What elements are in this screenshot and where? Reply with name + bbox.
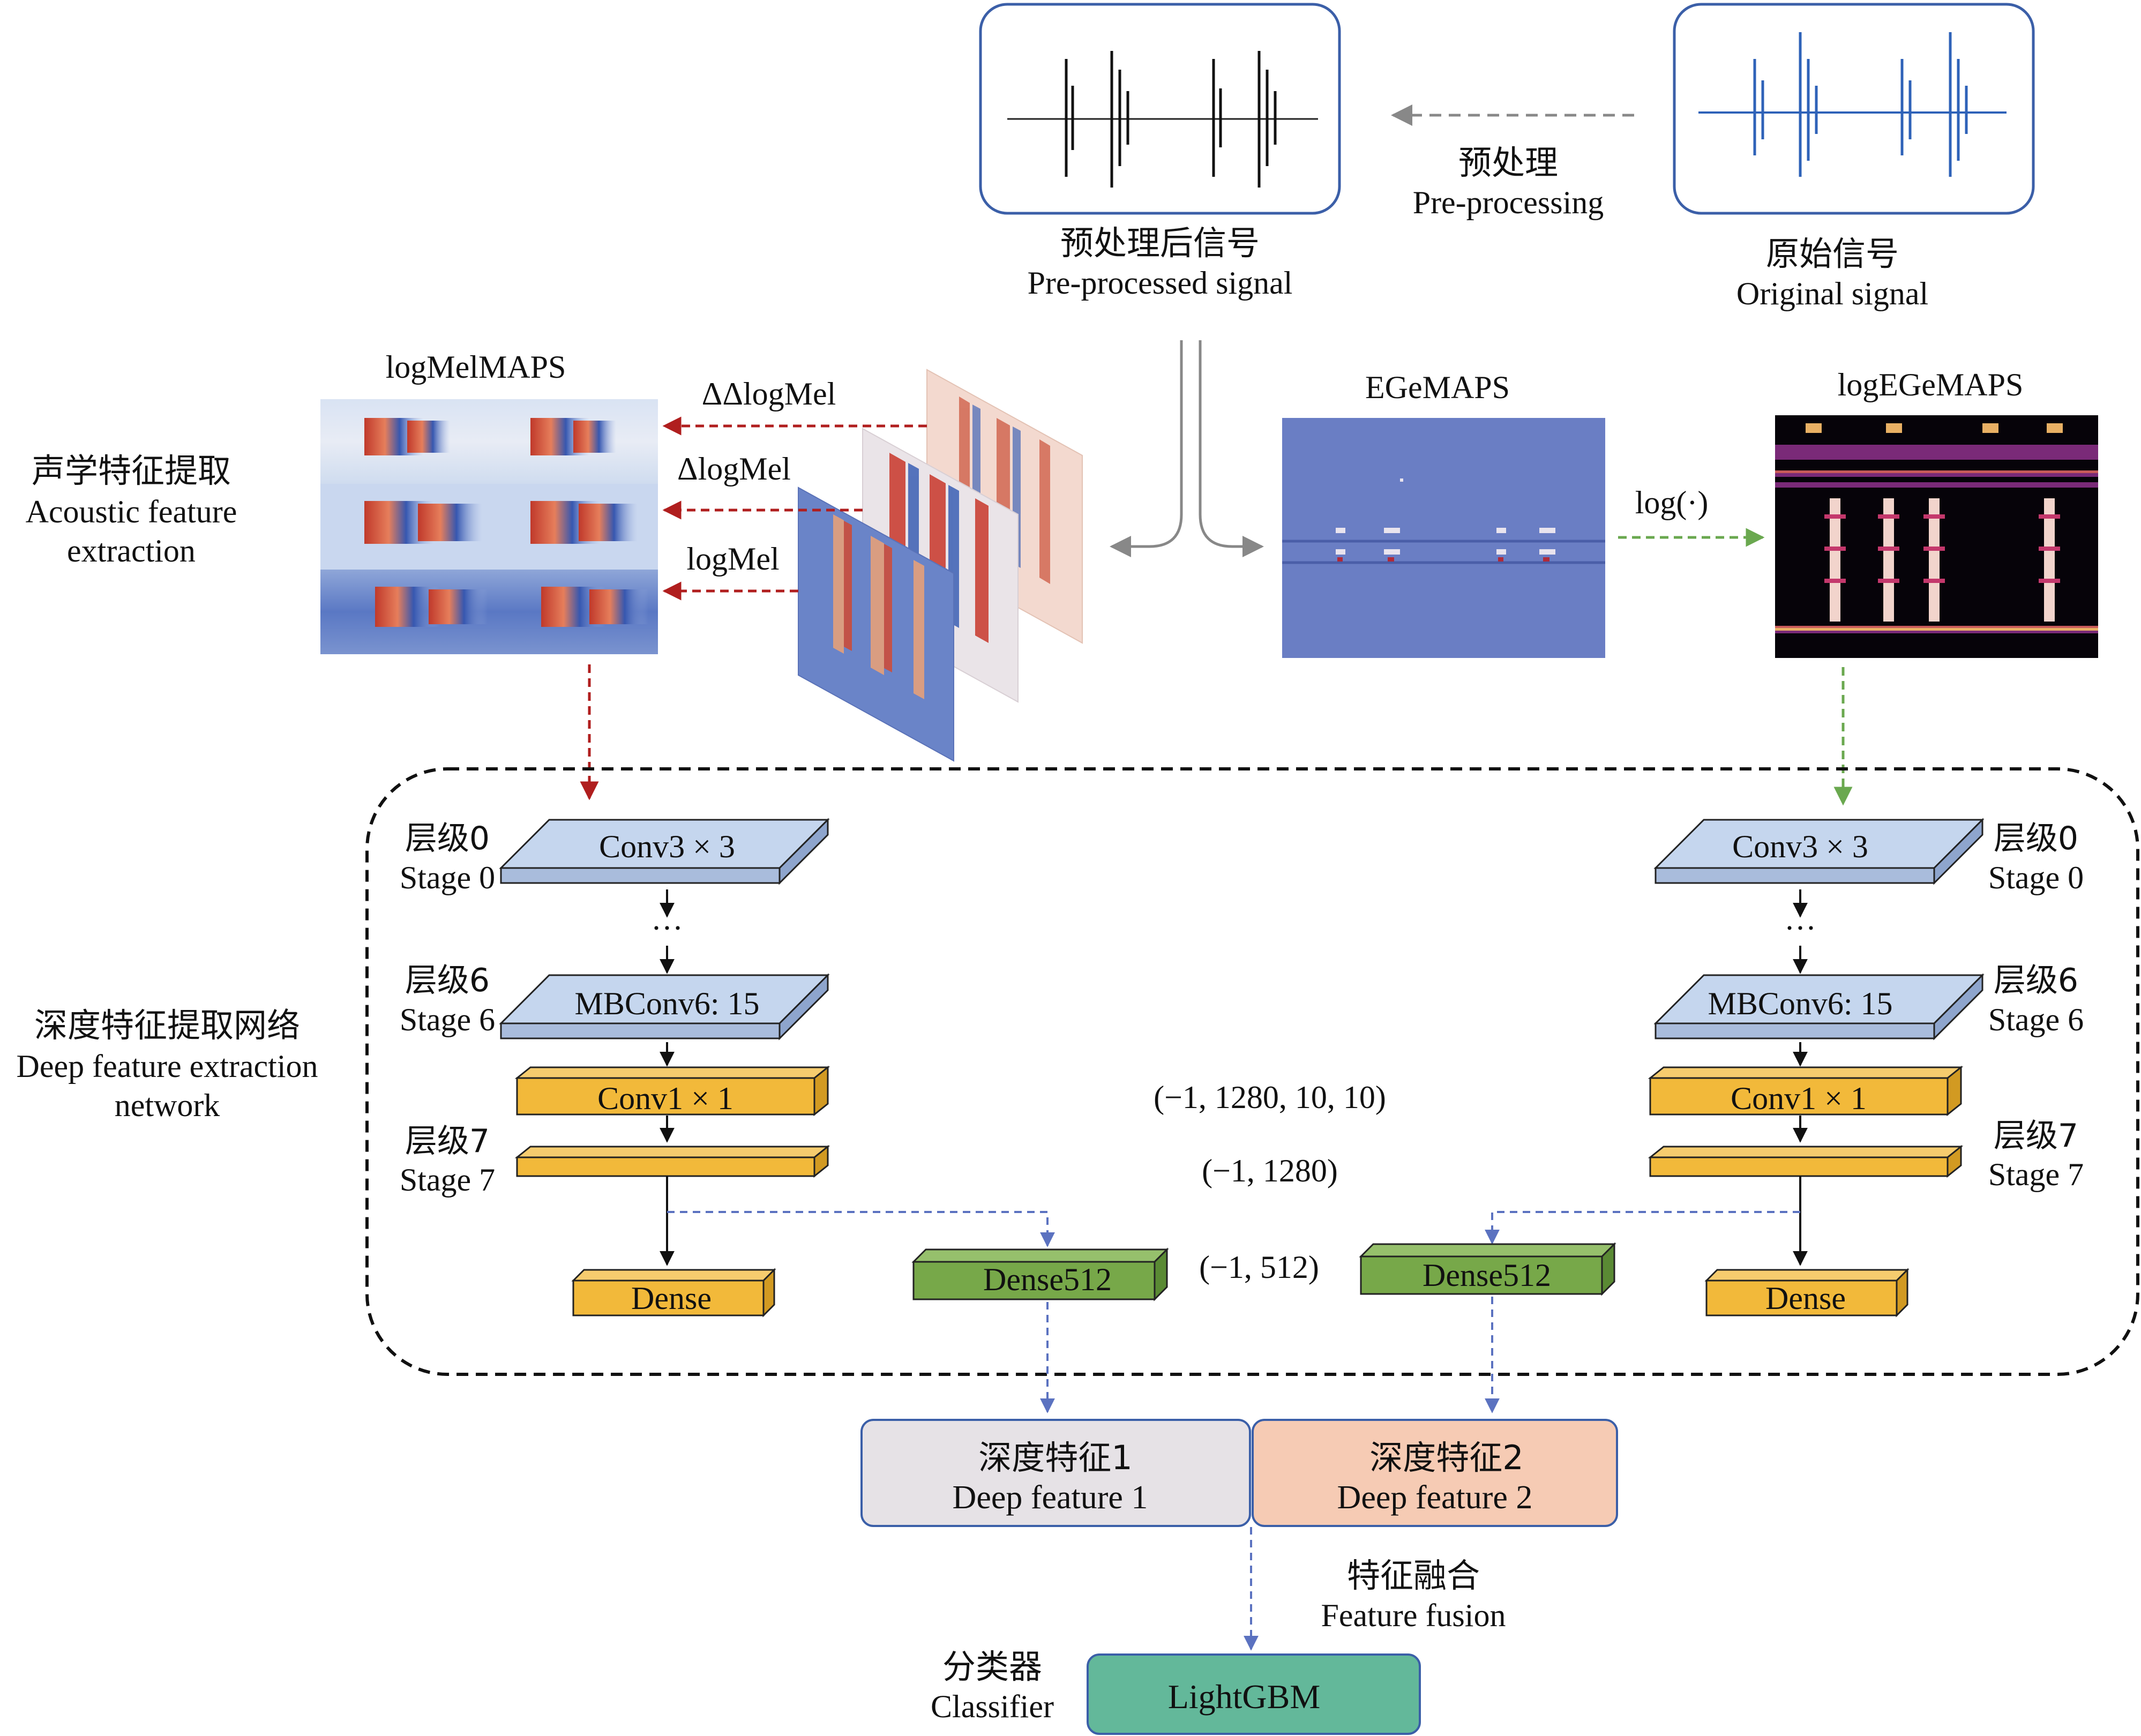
original-signal-en: Original signal <box>1736 276 1928 311</box>
right-dense512-label: Dense512 <box>1423 1258 1551 1293</box>
logmelmaps-image <box>320 399 658 654</box>
left-branch: 层级0 Stage 0 Conv3 × 3 ··· 层级6 Stage 6 MB… <box>400 818 1169 1318</box>
egemaps-image <box>1282 418 1605 658</box>
right-stage7-en: Stage 7 <box>1988 1157 2084 1192</box>
right-mbconv-block: MBConv6: 15 <box>1653 973 1985 1041</box>
shape-stage7-output: (−1, 1280) <box>1202 1153 1338 1188</box>
preprocessing-cn: 预处理 <box>1458 143 1558 182</box>
egemaps-title: EGeMAPS <box>1365 370 1510 405</box>
right-ellipsis: ··· <box>1784 910 1816 946</box>
lightgbm-label: LightGBM <box>1168 1678 1320 1716</box>
acoustic-en-1: Acoustic feature <box>26 494 237 529</box>
right-conv1-label: Conv1 × 1 <box>1731 1081 1867 1116</box>
original-waveform <box>1753 32 1968 177</box>
right-conv3-block: Conv3 × 3 <box>1653 818 1985 885</box>
right-dense-label: Dense <box>1765 1281 1846 1316</box>
right-stage7-cn: 层级7 <box>1994 1117 2078 1155</box>
acoustic-cn: 声学特征提取 <box>32 451 231 490</box>
right-conv1-block: Conv1 × 1 <box>1648 1065 1964 1117</box>
preprocessed-signal-frame <box>979 3 1341 215</box>
preprocessing-en: Pre-processing <box>1413 185 1604 220</box>
ddlogmel-label: ΔΔlogMel <box>702 376 836 411</box>
left-stage6-cn: 层级6 <box>405 962 490 999</box>
deep-feature-2-en: Deep feature 2 <box>1337 1479 1533 1516</box>
left-dense512-label: Dense512 <box>983 1262 1112 1297</box>
right-stage0-en: Stage 0 <box>1988 860 2084 895</box>
left-mbconv-label: MBConv6: 15 <box>574 986 759 1021</box>
shape-dense512-output: (−1, 512) <box>1199 1249 1319 1285</box>
left-ellipsis: ··· <box>651 910 683 946</box>
left-stage0-en: Stage 0 <box>400 860 495 895</box>
preprocessed-signal-cn: 预处理后信号 <box>1060 223 1260 263</box>
left-stage7-cn: 层级7 <box>405 1123 490 1160</box>
log-op-label: log(·) <box>1635 485 1709 520</box>
right-branch: 层级0 Stage 0 Conv3 × 3 ··· 层级6 Stage 6 MB… <box>1359 818 2084 1318</box>
logmelmaps-title: logMelMAPS <box>386 349 566 385</box>
preprocessed-signal-en: Pre-processed signal <box>1028 265 1293 301</box>
dlogmel-label: ΔlogMel <box>677 451 791 487</box>
right-mbconv-label: MBConv6: 15 <box>1708 986 1892 1021</box>
left-stage6-en: Stage 6 <box>400 1002 495 1037</box>
log-egemaps-title: logEGeMAPS <box>1838 367 2024 402</box>
right-dense512-block: Dense512 <box>1359 1242 1616 1296</box>
right-dense-block: Dense <box>1704 1268 1910 1318</box>
classifier-cn: 分类器 <box>942 1647 1042 1686</box>
original-signal-frame <box>1673 3 2035 215</box>
right-conv3-label: Conv3 × 3 <box>1732 829 1868 864</box>
deep-feature-2-cn: 深度特征2 <box>1369 1438 1523 1477</box>
left-stage7-en: Stage 7 <box>400 1162 495 1198</box>
right-stage0-cn: 层级0 <box>1994 820 2078 857</box>
shape-conv1-output: (−1, 1280, 10, 10) <box>1154 1080 1386 1115</box>
original-signal-cn: 原始信号 <box>1766 234 1899 273</box>
deep-net-en-2: network <box>115 1088 220 1123</box>
logmel-label: logMel <box>686 541 779 577</box>
network-boundary <box>365 767 2139 1376</box>
right-stage7-block <box>1648 1144 1964 1178</box>
fusion-en: Feature fusion <box>1321 1598 1506 1633</box>
left-dense-block: Dense <box>571 1268 776 1318</box>
deep-feature-1-en: Deep feature 1 <box>953 1479 1148 1516</box>
right-stage6-en: Stage 6 <box>1988 1002 2084 1037</box>
left-dense-label: Dense <box>631 1281 712 1316</box>
left-conv3-block: Conv3 × 3 <box>499 818 830 885</box>
mel-planes <box>798 369 1083 762</box>
deep-net-en-1: Deep feature extraction <box>17 1049 318 1084</box>
classifier-en: Classifier <box>931 1689 1054 1724</box>
left-stage7-block <box>514 1144 830 1178</box>
preprocessed-waveform <box>1065 51 1277 188</box>
left-conv3-label: Conv3 × 3 <box>599 829 735 864</box>
left-dense512-block: Dense512 <box>911 1247 1169 1301</box>
acoustic-en-2: extraction <box>67 533 196 568</box>
lightgbm-box: LightGBM <box>1087 1653 1421 1735</box>
preprocessed-signal-panel: 预处理后信号 Pre-processed signal <box>979 3 1341 301</box>
fusion-cn: 特征融合 <box>1347 1556 1480 1595</box>
left-stage0-cn: 层级0 <box>405 820 490 857</box>
original-signal-panel: 原始信号 Original signal <box>1673 3 2035 311</box>
right-stage6-cn: 层级6 <box>1994 962 2078 999</box>
log-egemaps-image <box>1775 415 2098 658</box>
deep-net-cn: 深度特征提取网络 <box>34 1006 300 1045</box>
deep-feature-2: 深度特征2 Deep feature 2 <box>1252 1419 1618 1527</box>
left-conv1-label: Conv1 × 1 <box>597 1081 733 1116</box>
left-conv1-block: Conv1 × 1 <box>514 1065 830 1117</box>
deep-feature-1-cn: 深度特征1 <box>978 1438 1132 1477</box>
deep-feature-1: 深度特征1 Deep feature 1 <box>860 1419 1251 1527</box>
split-connector <box>1110 340 1183 557</box>
left-mbconv-block: MBConv6: 15 <box>499 973 830 1041</box>
